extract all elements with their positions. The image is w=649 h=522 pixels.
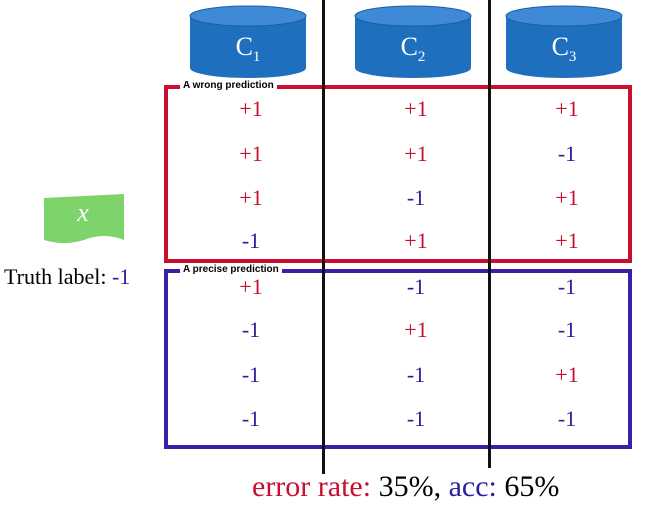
vote-cell: -1 xyxy=(241,406,261,431)
vote-cell: -1 xyxy=(241,228,261,253)
summary-line: error rate: 35%, acc: 65% xyxy=(252,470,559,504)
database-cylinder-icon xyxy=(505,5,623,78)
precise-prediction-box: A precise prediction xyxy=(164,264,632,449)
database-cylinder-icon xyxy=(189,5,307,78)
vote-cell: +1 xyxy=(555,96,579,121)
vote-cell: -1 xyxy=(406,406,426,431)
error-rate-label: error rate: xyxy=(252,470,372,503)
vote-cell: +1 xyxy=(239,141,263,166)
vote-cell: -1 xyxy=(406,362,426,387)
column-divider xyxy=(322,0,325,474)
error-rate-value: 35%, xyxy=(378,470,442,503)
vote-cell: +1 xyxy=(404,141,428,166)
vote-cell: -1 xyxy=(406,185,426,210)
wrong-prediction-box: A wrong prediction xyxy=(164,80,632,263)
vote-cell: -1 xyxy=(557,317,577,342)
vote-cell: +1 xyxy=(404,317,428,342)
accuracy-value: 65% xyxy=(504,470,560,503)
truth-label-text: Truth label: xyxy=(4,264,107,289)
vote-cell: -1 xyxy=(406,274,426,299)
classifier-2-label: C2 xyxy=(400,32,426,66)
vote-cell: +1 xyxy=(555,362,579,387)
vote-cell: +1 xyxy=(404,96,428,121)
vote-cell: -1 xyxy=(557,406,577,431)
vote-cell: +1 xyxy=(239,185,263,210)
vote-cell: -1 xyxy=(557,141,577,166)
classifier-3-label: C3 xyxy=(551,32,577,66)
vote-cell: -1 xyxy=(557,274,577,299)
vote-cell: +1 xyxy=(555,228,579,253)
database-cylinder-icon xyxy=(354,5,472,78)
vote-cell: +1 xyxy=(239,274,263,299)
input-flag-icon xyxy=(44,194,124,243)
vote-cell: +1 xyxy=(404,228,428,253)
precise-box-title: A precise prediction xyxy=(180,264,282,276)
vote-cell: +1 xyxy=(555,185,579,210)
accuracy-label: acc: xyxy=(448,470,497,503)
vote-cell: +1 xyxy=(239,96,263,121)
column-divider xyxy=(488,0,491,468)
vote-cell: -1 xyxy=(241,362,261,387)
truth-label: Truth label: -1 xyxy=(4,264,130,290)
truth-label-value: -1 xyxy=(111,264,131,289)
classifier-1-label: C1 xyxy=(235,32,261,66)
wrong-box-title: A wrong prediction xyxy=(180,80,277,92)
vote-cell: -1 xyxy=(241,317,261,342)
input-label: x xyxy=(77,198,89,227)
